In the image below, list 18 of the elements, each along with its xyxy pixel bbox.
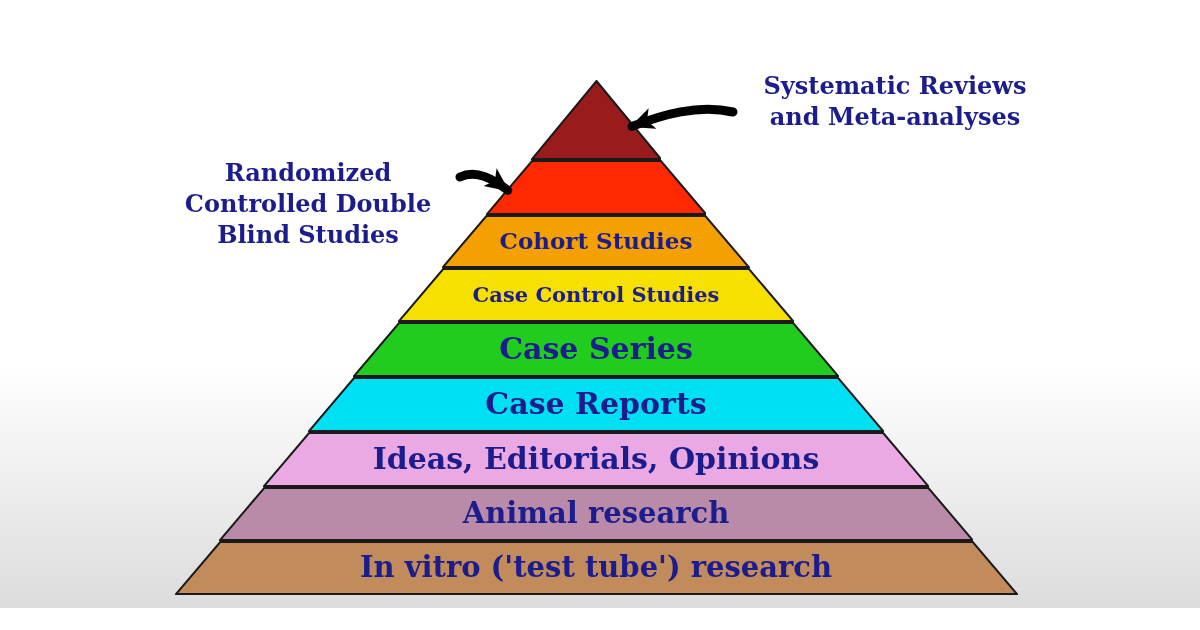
level-label: Case Control Studies: [472, 282, 720, 308]
callout-text: Randomized Controlled Double Blind Studies: [158, 157, 458, 250]
level-label: Cohort Studies: [499, 228, 693, 255]
level-label: Animal research: [462, 497, 730, 531]
pyramid-tier: [218, 487, 974, 541]
callout-text: Systematic Reviews and Meta-analyses: [735, 70, 1055, 132]
pyramid-tier: [262, 432, 930, 487]
level-label: Case Reports: [485, 387, 707, 422]
level-label: Case Series: [499, 332, 693, 367]
pyramid-tier: [307, 377, 885, 432]
level-label: Ideas, Editorials, Opinions: [372, 442, 820, 477]
leader-arrow: [455, 168, 513, 195]
level-label: In vitro ('test tube') research: [359, 551, 833, 585]
pyramid-tier: [352, 322, 840, 377]
pyramid-tier: [174, 541, 1018, 595]
leader-arrow: [627, 104, 738, 131]
pyramid-tier: [485, 160, 707, 215]
pyramid-apex: [530, 80, 662, 160]
